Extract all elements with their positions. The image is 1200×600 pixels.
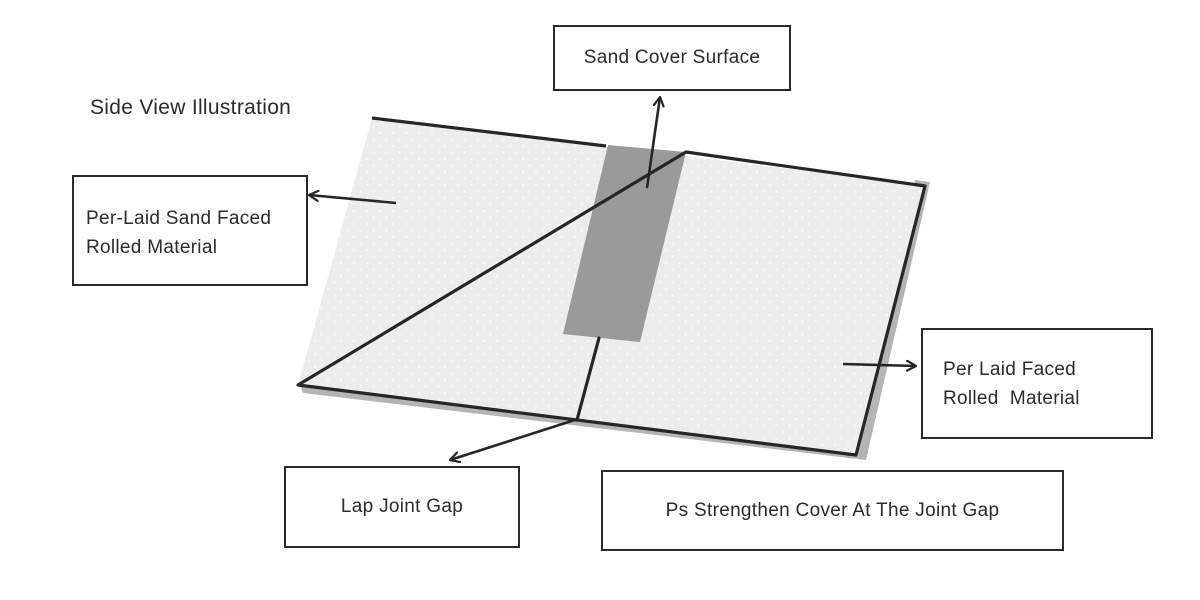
arrow-lap-joint-gap: [450, 417, 579, 460]
label-per-laid-sand-faced-line-2: Rolled Material: [86, 237, 218, 259]
sheet-shadow: [300, 180, 930, 460]
label-sand-cover-surface: Sand Cover Surface: [553, 25, 791, 91]
label-sand-cover-surface-text: Sand Cover Surface: [583, 47, 761, 69]
label-lap-joint-gap-text: Lap Joint Gap: [340, 496, 464, 518]
lap-joint-seam: [575, 336, 601, 422]
label-lap-joint-gap: Lap Joint Gap: [284, 466, 520, 548]
arrow-per-laid-faced: [842, 364, 916, 366]
label-ps-strengthen-cover-text: Ps Strengthen Cover At The Joint Gap: [665, 499, 1000, 521]
arrow-per-laid-sand-faced: [309, 195, 397, 205]
label-per-laid-sand-faced: Per-Laid Sand Faced Rolled Material: [72, 175, 308, 286]
label-per-laid-faced-line-1: Per Laid Faced: [943, 359, 1077, 380]
left-rolled-sheet: [298, 118, 606, 420]
label-ps-strengthen-cover: Ps Strengthen Cover At The Joint Gap: [601, 470, 1064, 551]
diagram-title: Side View Illustration: [90, 96, 292, 119]
label-per-laid-faced: Per Laid Faced Rolled Material: [921, 328, 1153, 439]
arrow-sand-cover-surface: [645, 97, 660, 189]
label-per-laid-sand-faced-line-1: Per-Laid Sand Faced: [86, 208, 272, 229]
sheet-outline: [296, 116, 927, 457]
strengthen-cover-strip: [563, 145, 686, 342]
label-per-laid-faced-line-2: Rolled Material: [943, 388, 1080, 410]
